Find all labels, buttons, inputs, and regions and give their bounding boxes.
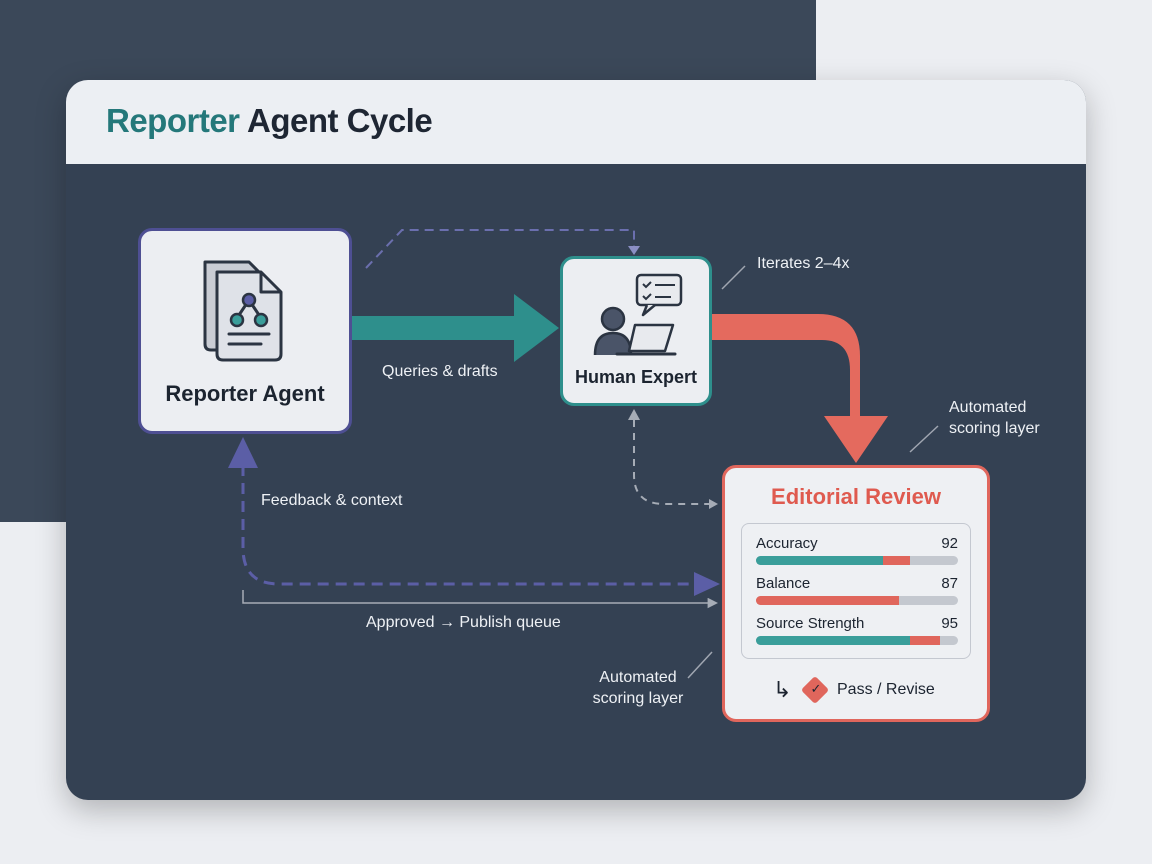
label-queries-drafts: Queries & drafts: [382, 363, 498, 380]
diagram-title: Reporter Agent Cycle: [106, 102, 433, 140]
line-approved: [242, 590, 719, 609]
label-iterates: Iterates 2–4x: [757, 255, 850, 272]
arrow-queries-drafts: [352, 294, 559, 362]
reporter-agent-label: Reporter Agent: [165, 381, 325, 406]
document-network-icon: [203, 260, 283, 362]
leader-automated-right: [909, 425, 939, 453]
metric-bar: [756, 636, 958, 645]
card-header: Reporter Agent Cycle: [66, 80, 1086, 164]
editorial-review-title: Editorial Review: [771, 484, 941, 509]
label-automated-scoring-left: Automated scoring layer: [592, 669, 684, 707]
reporter-agent-node[interactable]: Reporter Agent: [138, 228, 352, 434]
metric-bar-fill: [756, 556, 884, 565]
loop-feedback-arrowhead-up: [228, 437, 258, 468]
leader-iterates: [721, 265, 746, 290]
return-arrow-icon: ↳: [773, 677, 792, 702]
metric-bar: [756, 596, 958, 605]
metric-name: Accuracy: [756, 535, 818, 552]
check-icon: ✓: [810, 681, 822, 696]
metric-bar: [756, 556, 958, 565]
arrow-to-review: [712, 314, 888, 463]
loop-dashed-review-human-arrowhead-right: [709, 499, 718, 509]
outcome-row[interactable]: ↳ ✓ Pass / Revise: [773, 675, 973, 705]
loop-dashed-review-human-arrowhead: [628, 409, 640, 420]
label-feedback-context: Feedback & context: [261, 492, 403, 509]
metric-name: Source Strength: [756, 615, 865, 632]
metric-bar-fill: [756, 596, 900, 605]
editorial-review-node[interactable]: Editorial Review Accuracy 92 Balance 87 …: [722, 465, 990, 722]
loop-dashed-top-arrowhead: [628, 246, 640, 255]
metric-bar-fill: [756, 636, 910, 645]
diagram-title-accent: Reporter: [106, 102, 240, 139]
leader-automated-left: [687, 651, 713, 679]
loop-feedback: [241, 465, 696, 586]
outcome-label: Pass / Revise: [837, 681, 935, 698]
metric-score: 92: [941, 535, 958, 552]
metrics-panel: Accuracy 92 Balance 87 Source Strength 9…: [741, 523, 971, 659]
human-expert-label: Human Expert: [574, 367, 698, 387]
connector-layer: [228, 229, 939, 679]
human-expert-node[interactable]: Human Expert: [560, 256, 712, 406]
metric-score: 87: [941, 575, 958, 592]
diagram-title-rest: Agent Cycle: [246, 102, 433, 139]
metric-bar-fill: [909, 636, 940, 645]
label-approved-publish: Approved → Publish queue: [366, 614, 561, 631]
metric-score: 95: [941, 615, 958, 632]
label-automated-scoring-right: Automated scoring layer: [949, 399, 1040, 437]
person-laptop-chat-icon: [593, 273, 683, 356]
loop-feedback-arrowhead-right: [694, 572, 720, 596]
loop-dashed-top: [365, 229, 635, 269]
metric-name: Balance: [756, 575, 811, 592]
diagram-card: Reporter Agent Cycle: [66, 80, 1086, 800]
loop-dashed-review-human: [633, 420, 710, 505]
metric-bar-fill: [883, 556, 910, 565]
